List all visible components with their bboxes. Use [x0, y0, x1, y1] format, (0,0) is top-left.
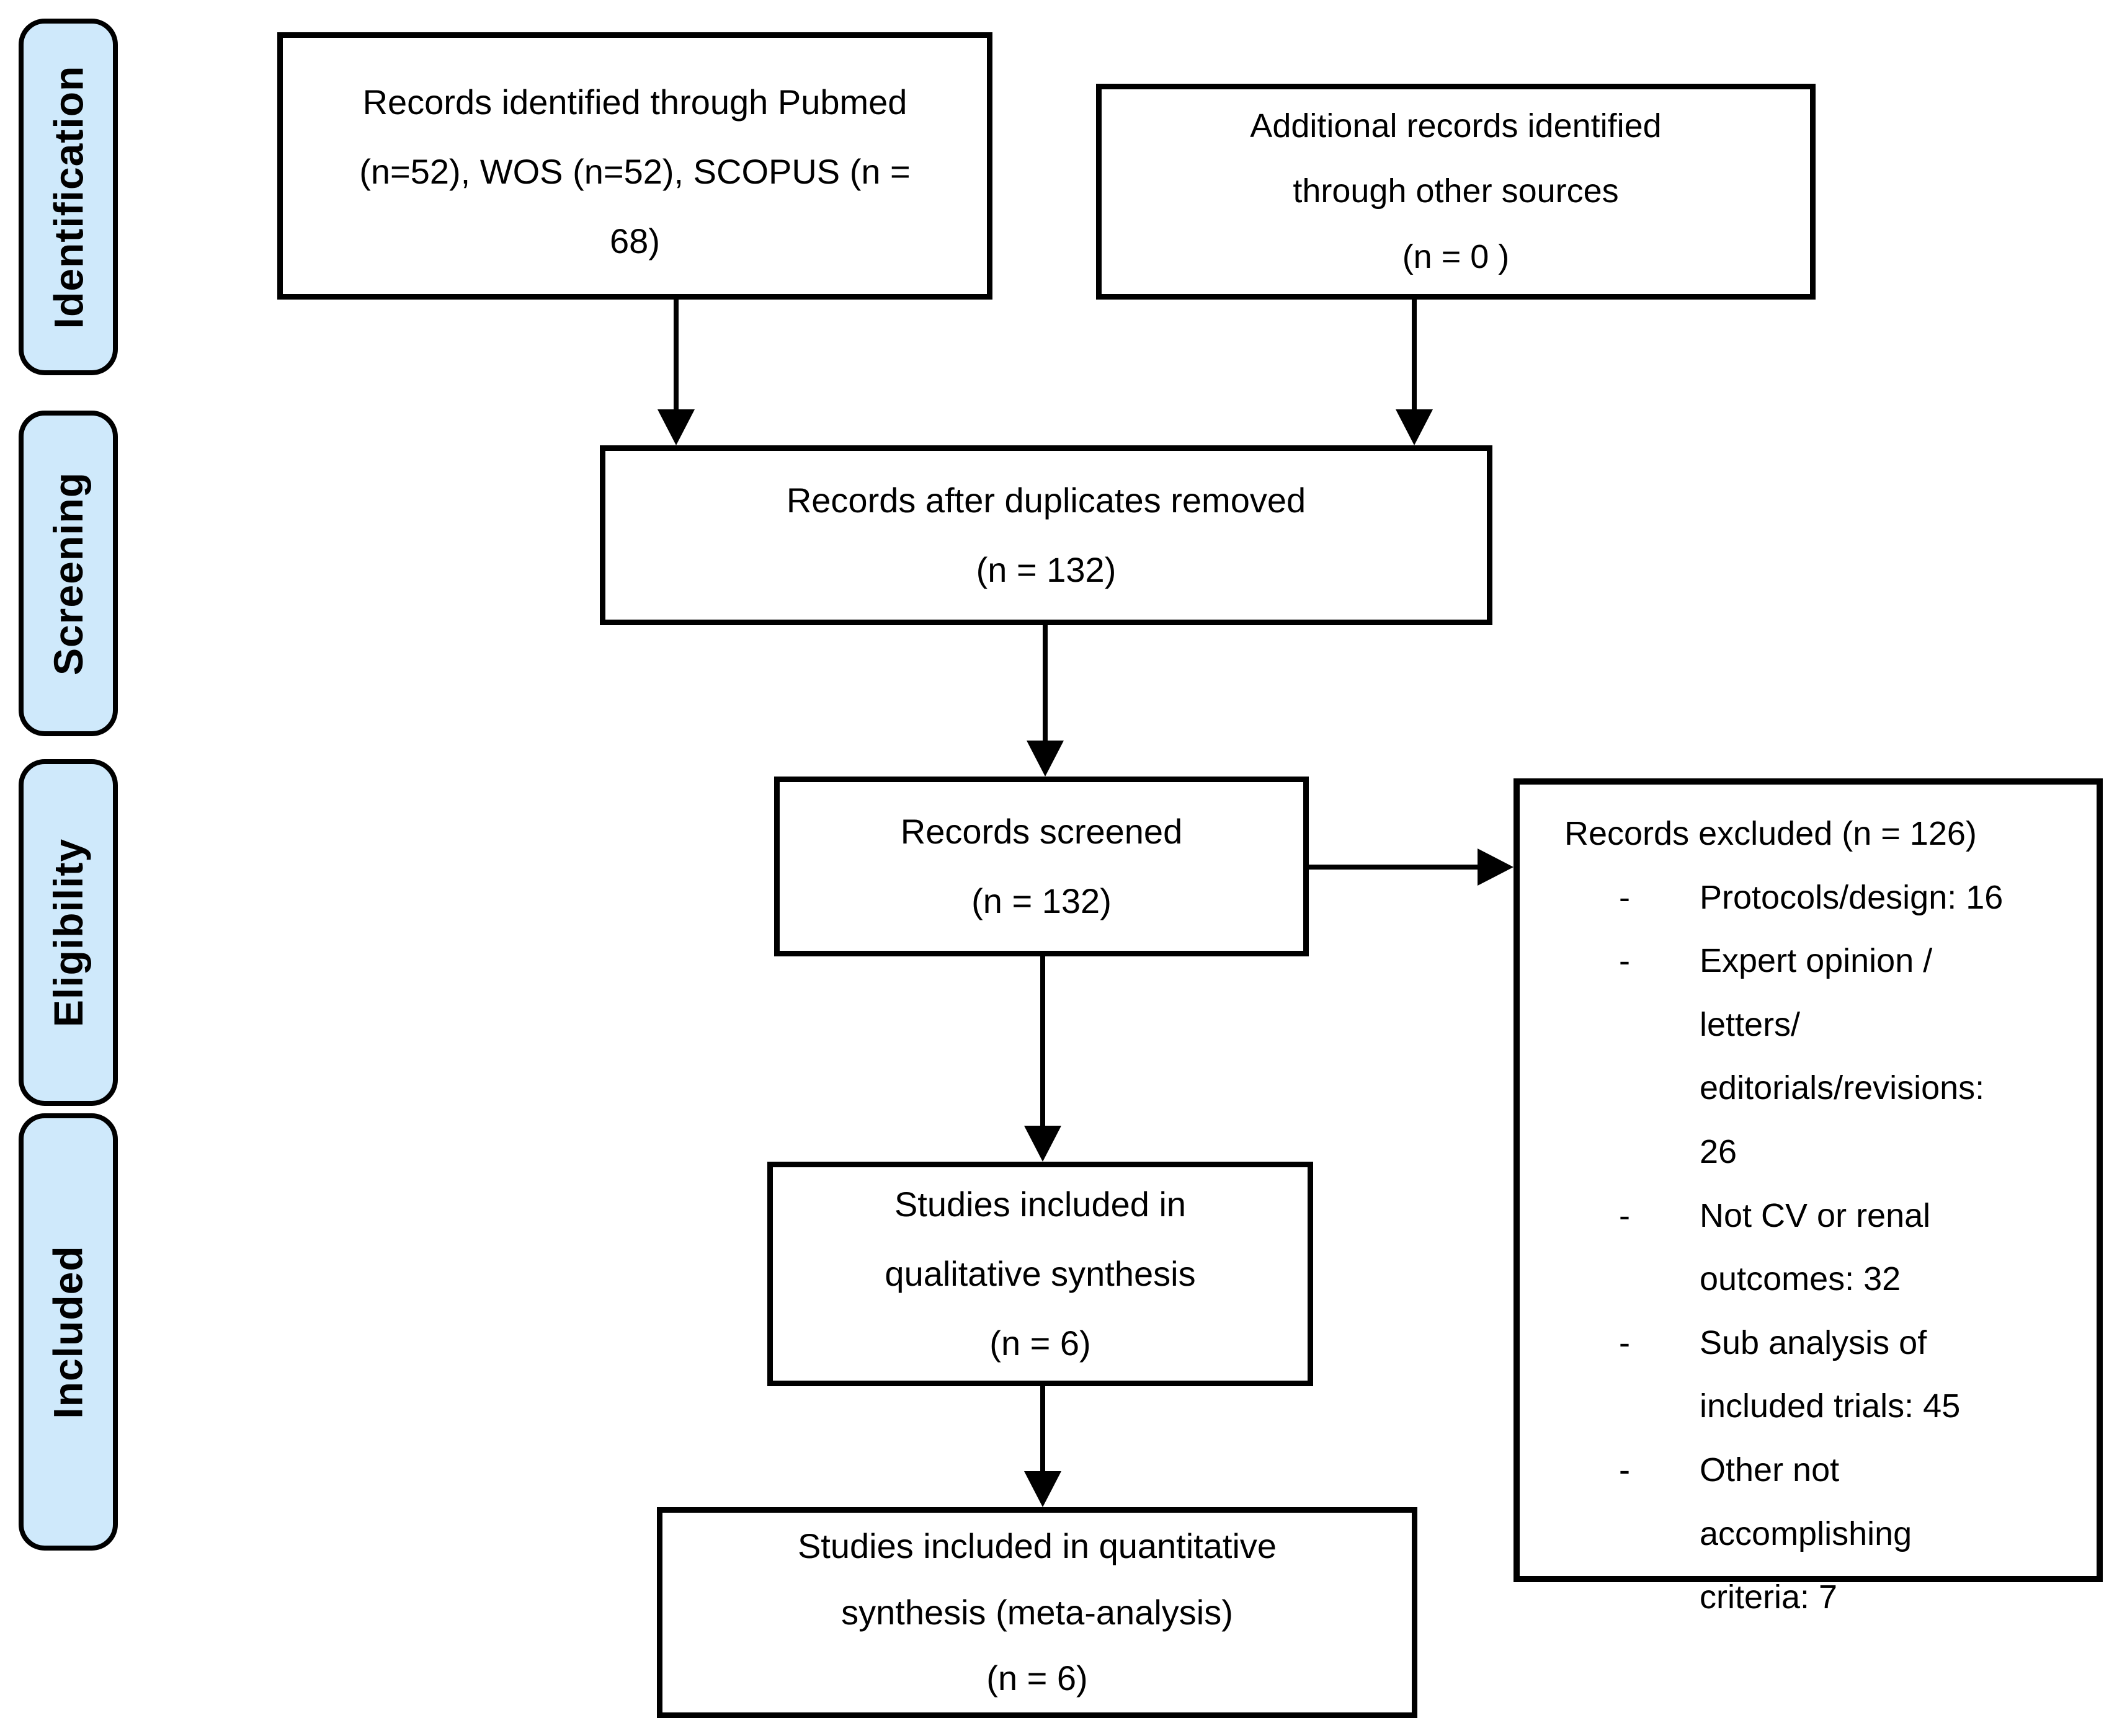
arrow-shaft: [1040, 1386, 1045, 1471]
arrow-qualitative-to-quantitative: [1024, 1386, 1061, 1507]
arrow-shaft: [1309, 865, 1478, 870]
box-records-identified-text: Records identified through Pubmed (n=52)…: [359, 82, 911, 260]
arrow-duplicates-to-screened: [1027, 625, 1064, 777]
excluded-item: - Expert opinion / letters/ editorials/r…: [1520, 929, 2097, 1183]
bullet-dash: -: [1619, 942, 1630, 980]
stage-identification-label: Identification: [45, 65, 92, 329]
bullet-dash: -: [1619, 1196, 1630, 1234]
arrow-shaft: [1043, 625, 1048, 741]
arrow-identified-to-duplicates: [658, 300, 695, 445]
stage-screening: Screening: [19, 411, 118, 736]
stage-included-label: Included: [45, 1245, 92, 1419]
box-quantitative-synthesis: Studies included in quantitative synthes…: [657, 1507, 1417, 1718]
arrow-down-icon: [1027, 741, 1064, 777]
box-additional-records: Additional records identified through ot…: [1096, 84, 1816, 300]
box-additional-records-text: Additional records identified through ot…: [1250, 107, 1662, 275]
arrow-shaft: [1412, 300, 1417, 409]
arrow-down-icon: [1396, 409, 1433, 445]
arrow-right-icon: [1478, 848, 1513, 886]
excluded-item-text: Other not accomplishing criteria: 7: [1700, 1451, 1912, 1616]
stage-screening-label: Screening: [45, 471, 92, 675]
arrow-shaft: [1040, 956, 1045, 1126]
box-qualitative-synthesis-text: Studies included in qualitative synthesi…: [885, 1185, 1196, 1363]
box-records-excluded: Records excluded (n = 126) - Protocols/d…: [1513, 778, 2103, 1616]
box-qualitative-synthesis: Studies included in qualitative synthesi…: [767, 1162, 1313, 1386]
box-quantitative-synthesis-text: Studies included in quantitative synthes…: [797, 1526, 1277, 1698]
arrow-screened-to-excluded: [1309, 848, 1513, 886]
records-excluded-title: Records excluded (n = 126): [1564, 815, 1977, 852]
excluded-item: - Other not accomplishing criteria: 7: [1520, 1438, 2097, 1629]
bullet-dash: -: [1619, 1324, 1630, 1361]
arrow-shaft: [674, 300, 679, 409]
excluded-item: - Not CV or renal outcomes: 32: [1520, 1184, 2097, 1311]
stage-included: Included: [19, 1113, 118, 1551]
excluded-item-text: Expert opinion / letters/ editorials/rev…: [1700, 942, 1985, 1170]
excluded-item-text: Not CV or renal outcomes: 32: [1700, 1196, 1931, 1298]
excluded-item: - Sub analysis of included trials: 45: [1520, 1311, 2097, 1438]
arrow-additional-to-duplicates: [1396, 300, 1433, 445]
excluded-item-text: Protocols/design: 16: [1700, 878, 2004, 916]
stage-eligibility-label: Eligibility: [45, 838, 92, 1027]
box-records-identified: Records identified through Pubmed (n=52)…: [277, 32, 992, 300]
bullet-dash: -: [1619, 1451, 1630, 1489]
excluded-item-text: Sub analysis of included trials: 45: [1700, 1324, 1961, 1425]
stage-identification: Identification: [19, 19, 118, 375]
box-duplicates-removed-text: Records after duplicates removed (n = 13…: [786, 481, 1306, 589]
arrow-down-icon: [1024, 1126, 1061, 1162]
arrow-down-icon: [658, 409, 695, 445]
bullet-dash: -: [1619, 878, 1630, 916]
arrow-down-icon: [1024, 1471, 1061, 1507]
arrow-screened-to-qualitative: [1024, 956, 1061, 1162]
box-records-screened-text: Records screened (n = 132): [900, 812, 1183, 920]
excluded-item: - Protocols/design: 16: [1520, 866, 2097, 930]
box-duplicates-removed: Records after duplicates removed (n = 13…: [600, 445, 1492, 625]
box-records-screened: Records screened (n = 132): [774, 777, 1309, 956]
stage-eligibility: Eligibility: [19, 759, 118, 1106]
